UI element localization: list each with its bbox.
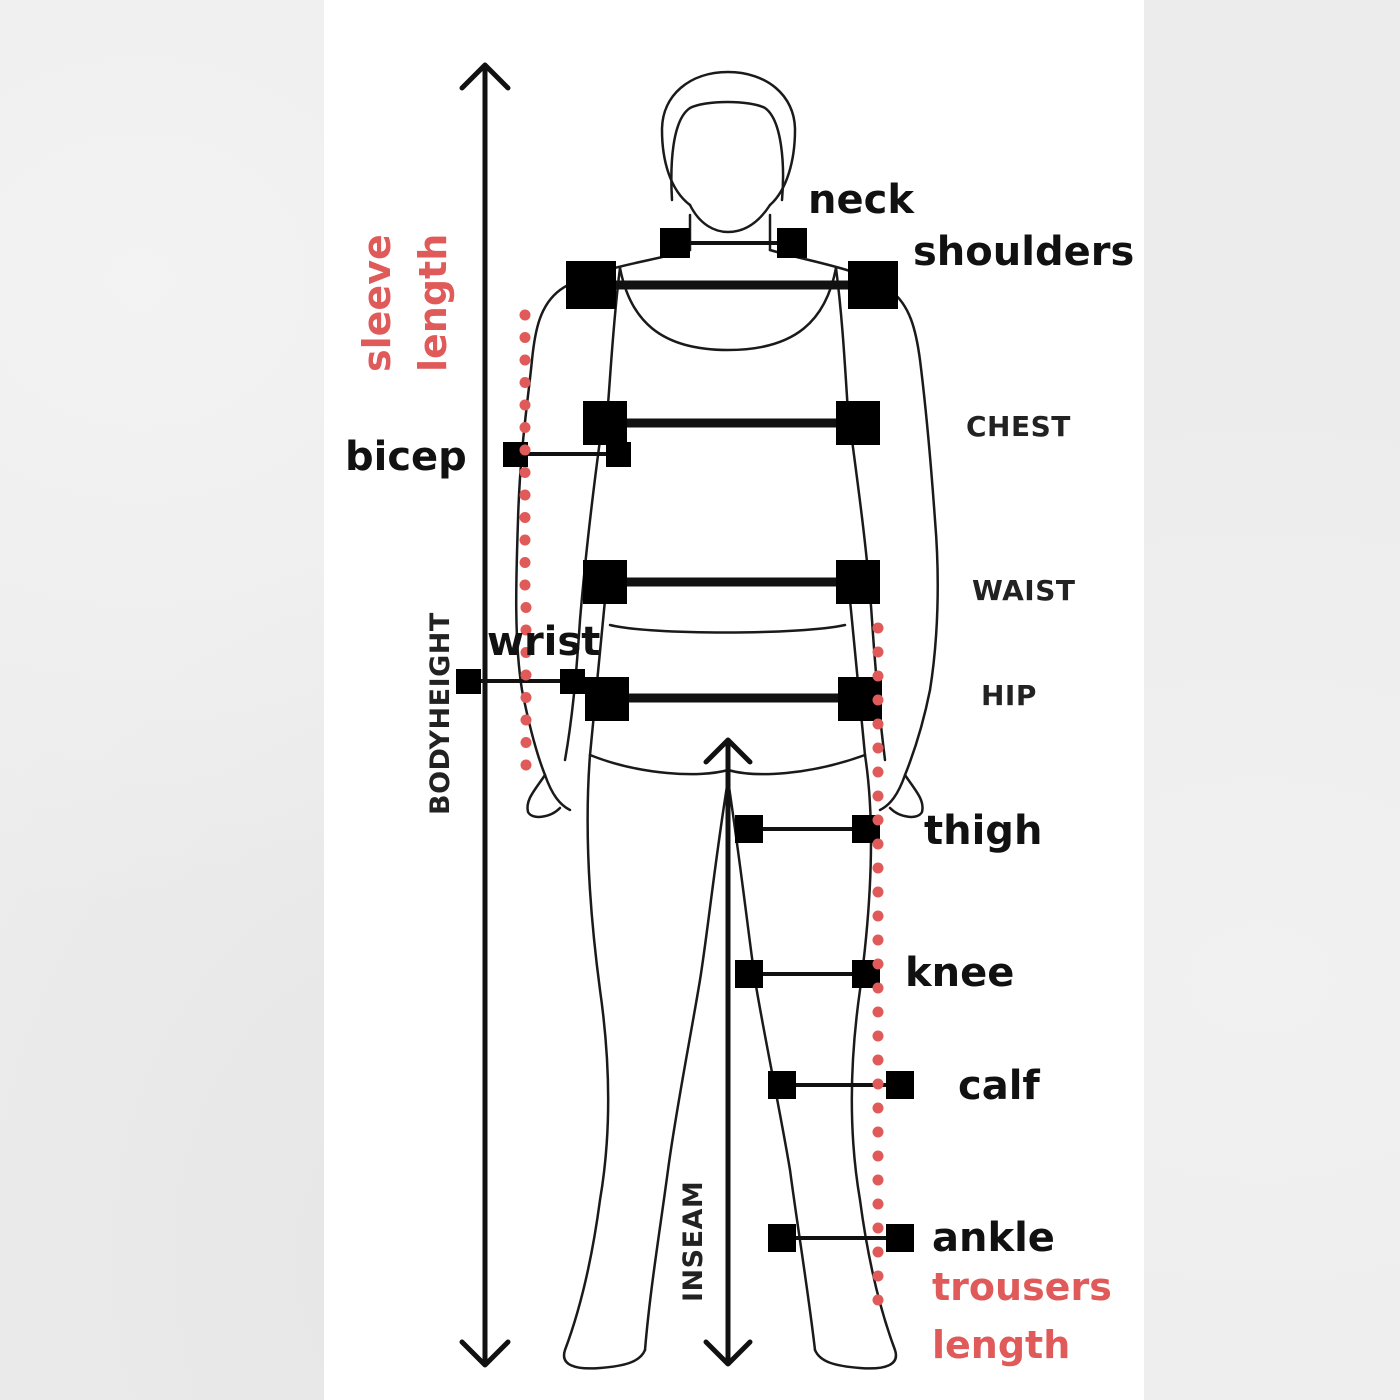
thigh-measure <box>735 815 880 843</box>
dot <box>872 910 884 922</box>
dot <box>519 399 531 411</box>
dot <box>872 1078 884 1090</box>
dot <box>519 377 531 388</box>
calf-label: calf <box>958 1063 1040 1109</box>
ankle-measure <box>768 1224 914 1252</box>
body-outline <box>514 70 939 1370</box>
dot <box>519 467 531 478</box>
dot <box>519 512 531 523</box>
hip-label: HIP <box>981 679 1037 712</box>
dot <box>872 1246 884 1258</box>
dot <box>872 934 884 946</box>
dot <box>519 309 531 321</box>
inseam-label: INSEAM <box>678 1180 709 1302</box>
bicep-label: bicep <box>345 434 467 480</box>
dot <box>872 838 884 850</box>
dot <box>872 1270 884 1282</box>
dot <box>520 714 532 726</box>
sleeve-length-dotted-line <box>519 309 532 771</box>
dot <box>520 692 532 703</box>
dot <box>872 1174 884 1186</box>
dot <box>519 422 531 433</box>
dot <box>872 742 884 754</box>
chest-measure <box>583 401 880 445</box>
dot <box>872 1198 884 1210</box>
dot <box>519 444 531 456</box>
knee-label: knee <box>905 950 1015 996</box>
shoulders-measure <box>566 261 898 309</box>
dot <box>520 669 532 681</box>
knee-measure <box>735 960 880 988</box>
dot <box>872 1102 884 1114</box>
neck-label: neck <box>808 177 914 223</box>
wrist-label: wrist <box>487 619 601 665</box>
chest-label: CHEST <box>966 410 1071 443</box>
dot <box>520 624 532 636</box>
dot <box>519 489 531 501</box>
dot <box>872 958 884 970</box>
dot <box>872 1054 884 1066</box>
hip-measure <box>585 677 882 721</box>
dot <box>872 814 884 826</box>
waist-measure <box>583 560 880 604</box>
sleeve-length-label-line1: sleeve <box>355 234 399 372</box>
dot <box>519 354 531 366</box>
dot <box>872 622 884 634</box>
dot <box>872 1222 884 1234</box>
dot <box>872 766 884 778</box>
dot <box>520 759 532 771</box>
dot <box>519 332 531 343</box>
thigh-label: thigh <box>924 808 1043 854</box>
dot <box>872 1150 884 1162</box>
dot <box>872 1126 884 1138</box>
dot <box>872 790 884 802</box>
dot <box>872 1030 884 1042</box>
dot <box>519 534 531 546</box>
dot <box>872 1006 884 1018</box>
shoulders-label: shoulders <box>913 229 1135 275</box>
ankle-label: ankle <box>932 1215 1055 1261</box>
dot <box>872 694 884 706</box>
trousers-length-label-line2: length <box>932 1323 1071 1367</box>
dot <box>520 647 532 658</box>
bodyheight-arrow <box>459 62 511 1368</box>
dot <box>519 579 531 591</box>
trousers-length-dotted-line <box>872 622 884 1306</box>
trousers-length-label-line1: trousers <box>932 1265 1112 1309</box>
sleeve-length-label-line2: length <box>411 233 455 372</box>
dot <box>872 718 884 730</box>
dot <box>519 557 531 568</box>
wrist-measure <box>456 669 585 694</box>
dot <box>872 1294 884 1306</box>
calf-measure <box>768 1071 914 1099</box>
dot <box>872 670 884 682</box>
dot <box>872 646 884 658</box>
waist-label: WAIST <box>972 574 1076 607</box>
bodyheight-label: BODYHEIGHT <box>425 612 456 815</box>
dot <box>520 602 532 613</box>
dot <box>872 982 884 994</box>
dot <box>872 862 884 874</box>
neck-measure <box>660 228 807 258</box>
dot <box>872 886 884 898</box>
dot <box>520 737 532 748</box>
inseam-arrow <box>703 737 753 1367</box>
